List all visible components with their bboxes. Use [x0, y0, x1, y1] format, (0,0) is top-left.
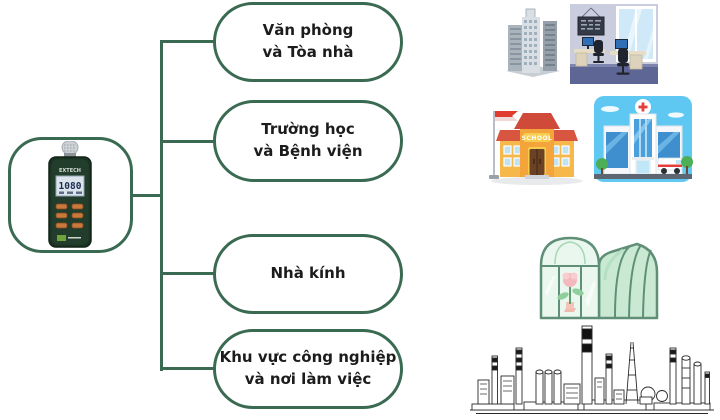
office-buildings-icon: [506, 8, 560, 77]
node-label-line: và nơi làm việc: [244, 370, 372, 388]
node-industrial-workplace: Khu vực công nghiệp và nơi làm việc: [213, 329, 403, 409]
node-label-line: và Bệnh viện: [253, 142, 363, 160]
node-label-line: Trường học: [261, 120, 355, 139]
co2-meter-icon: EXTECH 1080: [48, 141, 92, 248]
connector-trunk: [160, 40, 163, 371]
node-label-line: Nhà kính: [270, 264, 346, 283]
connector-branch-2: [160, 140, 214, 143]
connector-branch-1: [160, 40, 214, 43]
node-label-line: Văn phòng: [262, 21, 354, 40]
industrial-skyline-icon: [470, 325, 714, 414]
school-sign-text: SCHOOL: [522, 135, 553, 142]
connector-branch-4: [160, 367, 214, 370]
node-offices-buildings: Văn phòng và Tòa nhà: [213, 2, 403, 82]
node-greenhouse: Nhà kính: [213, 234, 403, 314]
greenhouse-icon: [539, 236, 659, 320]
hospital-building-icon: [594, 96, 693, 182]
connector-branch-3: [160, 272, 214, 275]
office-interior-icon: [570, 4, 658, 84]
school-building-icon: SCHOOL: [489, 111, 583, 185]
node-label-line: Khu vực công nghiệp: [219, 348, 397, 367]
device-reading: 1080: [59, 181, 82, 192]
connector-stem: [131, 194, 163, 197]
node-schools-hospitals: Trường học và Bệnh viện: [213, 100, 403, 182]
device-brand-label: EXTECH: [59, 168, 81, 174]
node-label-line: và Tòa nhà: [262, 43, 354, 61]
